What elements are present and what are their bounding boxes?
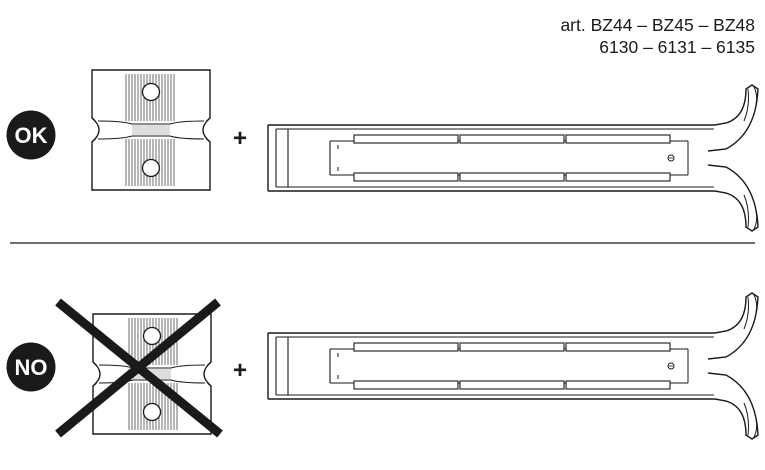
plus-sign: + [233,125,247,152]
key-block-correct [91,69,211,191]
incorrect-assembly-row: NO + [6,292,759,440]
no-badge [6,342,56,392]
correct-assembly-row: OK + [6,69,759,232]
no-badge-label: NO [15,355,48,380]
rail-incorrect [267,292,759,440]
article-codes-line-2: 6130 – 6131 – 6135 [599,37,755,57]
ok-badge [6,110,56,160]
plus-sign: + [233,357,247,384]
rail-correct [267,84,759,232]
ok-badge-label: OK [15,123,48,148]
article-codes-line-1: art. BZ44 – BZ45 – BZ48 [560,15,755,35]
cross-out-icon [55,298,223,438]
article-header: art. BZ44 – BZ45 – BZ48 6130 – 6131 – 61… [560,14,755,58]
